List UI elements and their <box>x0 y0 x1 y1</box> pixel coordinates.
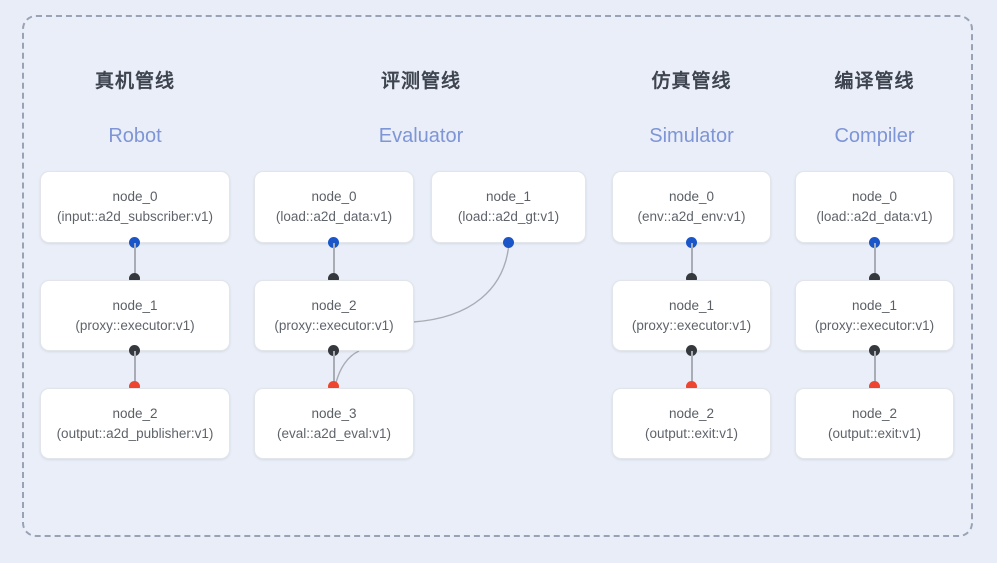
node-id: node_1 <box>668 297 715 313</box>
node-box[interactable]: node_0 (load::a2d_data:v1) <box>795 171 954 243</box>
port-output-black[interactable] <box>129 345 140 356</box>
port-output-blue[interactable] <box>686 237 697 248</box>
edge-connector <box>874 351 876 387</box>
edge-connector <box>134 243 136 278</box>
edge-connector <box>333 243 335 278</box>
port-input-red[interactable] <box>686 381 697 392</box>
node-id: node_1 <box>851 297 898 313</box>
node-box[interactable]: node_2 (output::a2d_publisher:v1) <box>40 388 230 459</box>
node-type: (eval::a2d_eval:v1) <box>276 425 392 441</box>
port-input-red[interactable] <box>129 381 140 392</box>
node-type: (input::a2d_subscriber:v1) <box>56 209 214 224</box>
node-id: node_2 <box>112 405 158 421</box>
node-id: node_2 <box>851 405 898 421</box>
node-type: (load::a2d_gt:v1) <box>457 209 560 224</box>
node-id: node_0 <box>851 189 898 204</box>
node-box[interactable]: node_1 (proxy::executor:v1) <box>795 280 954 351</box>
port-input-red[interactable] <box>869 381 880 392</box>
node-box[interactable]: node_1 (load::a2d_gt:v1) <box>431 171 586 243</box>
node-id: node_2 <box>311 297 357 313</box>
port-input-black[interactable] <box>129 273 140 284</box>
node-type: (env::a2d_env:v1) <box>637 209 746 224</box>
port-output-blue[interactable] <box>328 237 339 248</box>
column-title-evaluator: 评测管线 <box>380 71 461 92</box>
edge-connector <box>874 243 876 278</box>
node-id: node_1 <box>485 189 532 204</box>
node-box[interactable]: node_2 (proxy::executor:v1) <box>254 280 414 351</box>
node-id: node_0 <box>112 189 158 204</box>
port-output-blue[interactable] <box>869 237 880 248</box>
node-type: (proxy::executor:v1) <box>814 317 935 333</box>
node-type: (proxy::executor:v1) <box>75 317 195 333</box>
node-box[interactable]: node_2 (output::exit:v1) <box>795 388 954 459</box>
port-output-blue[interactable] <box>129 237 140 248</box>
node-type: (output::exit:v1) <box>827 425 922 441</box>
node-id: node_0 <box>668 189 715 204</box>
node-box[interactable]: node_1 (proxy::executor:v1) <box>40 280 230 351</box>
node-box[interactable]: node_1 (proxy::executor:v1) <box>612 280 771 351</box>
node-type: (output::exit:v1) <box>644 425 739 441</box>
node-type: (proxy::executor:v1) <box>631 317 752 333</box>
node-box[interactable]: node_0 (input::a2d_subscriber:v1) <box>40 171 230 243</box>
port-output-black[interactable] <box>328 345 339 356</box>
port-input-red[interactable] <box>328 381 339 392</box>
node-id: node_3 <box>311 405 357 421</box>
node-type: (proxy::executor:v1) <box>274 317 394 333</box>
port-output-black[interactable] <box>686 345 697 356</box>
node-type: (load::a2d_data:v1) <box>816 209 933 224</box>
column-title-compiler: 编译管线 <box>834 71 915 92</box>
node-id: node_0 <box>311 189 357 204</box>
port-output-blue[interactable] <box>503 237 514 248</box>
column-title-robot: 真机管线 <box>94 71 175 92</box>
node-type: (load::a2d_data:v1) <box>275 209 393 224</box>
node-box[interactable]: node_3 (eval::a2d_eval:v1) <box>254 388 414 459</box>
column-title-simulator: 仿真管线 <box>651 71 732 92</box>
node-id: node_2 <box>668 405 715 421</box>
port-input-black[interactable] <box>686 273 697 284</box>
node-box[interactable]: node_0 (env::a2d_env:v1) <box>612 171 771 243</box>
column-subtitle-evaluator: Evaluator <box>378 125 464 147</box>
node-id: node_1 <box>112 297 158 313</box>
edge-connector <box>691 243 693 278</box>
edge-connector <box>333 351 335 387</box>
column-subtitle-robot: Robot <box>108 125 162 147</box>
node-type: (output::a2d_publisher:v1) <box>56 425 214 441</box>
port-input-black[interactable] <box>328 273 339 284</box>
node-box[interactable]: node_2 (output::exit:v1) <box>612 388 771 459</box>
port-output-black[interactable] <box>869 345 880 356</box>
edge-connector <box>134 351 136 387</box>
edge-connector <box>691 351 693 387</box>
column-subtitle-simulator: Simulator <box>649 125 734 147</box>
node-box[interactable]: node_0 (load::a2d_data:v1) <box>254 171 414 243</box>
port-input-black[interactable] <box>869 273 880 284</box>
column-subtitle-compiler: Compiler <box>834 125 915 147</box>
